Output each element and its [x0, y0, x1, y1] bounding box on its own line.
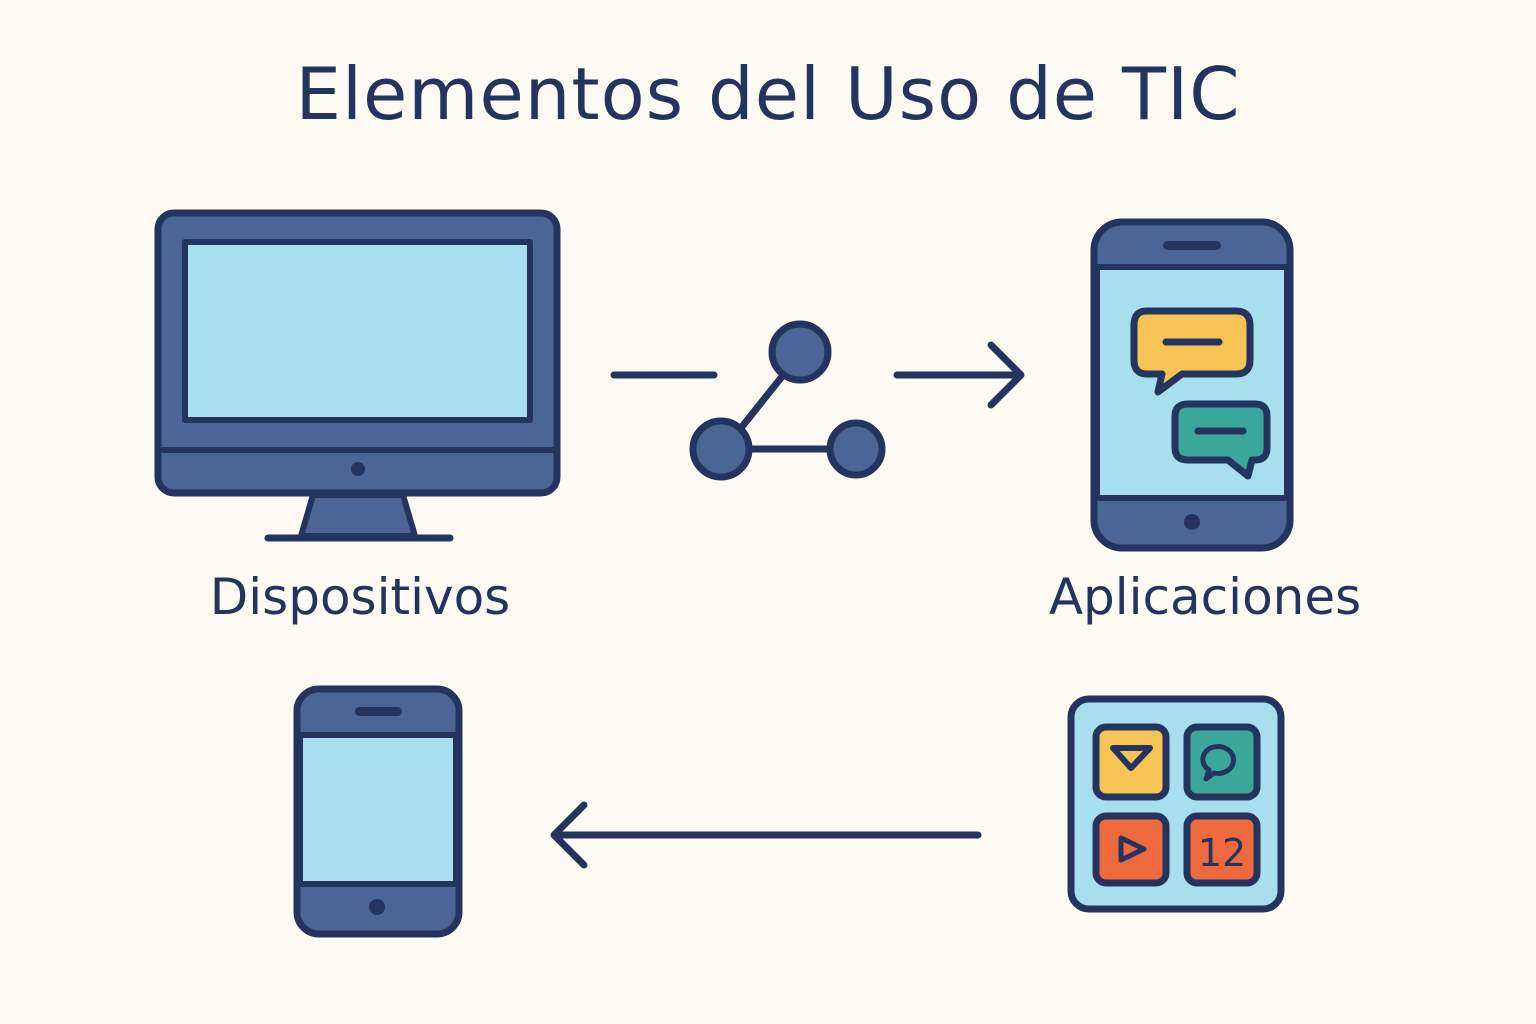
- monitor-icon: [154, 209, 561, 542]
- arrow-right-head: [987, 341, 1025, 409]
- app-tile-chat: [1183, 723, 1261, 801]
- share-node-left: [689, 417, 753, 481]
- diagram-title: Elementos del Uso de TIC: [295, 52, 1241, 136]
- app-tile-calendar: [1183, 812, 1261, 887]
- phone-home-button: [1184, 514, 1200, 530]
- calendar-icon: 12: [1198, 831, 1246, 875]
- monitor-stand: [298, 492, 418, 539]
- play-icon: [1118, 835, 1147, 863]
- arrow-right-icon: [893, 341, 1025, 409]
- share-node-top: [768, 320, 832, 384]
- smartphone-chat-icon: [1090, 218, 1294, 552]
- app-tile-mail: [1092, 723, 1170, 801]
- chat-bubble-teal: [1171, 400, 1271, 480]
- app-tile-video: [1092, 812, 1170, 887]
- arrow-left-head: [550, 801, 588, 869]
- arrow-left-icon: [550, 801, 982, 869]
- phone-speaker: [1163, 241, 1221, 250]
- share-node-right: [826, 419, 886, 479]
- app-grid-icon: 12: [1067, 695, 1285, 913]
- tablet-home-button: [369, 899, 385, 915]
- mail-icon: [1110, 745, 1153, 771]
- tablet-screen: [297, 732, 459, 887]
- share-network-icon: [689, 320, 886, 481]
- monitor-screen: [182, 239, 533, 423]
- label-devices: Dispositivos: [209, 568, 511, 626]
- chat-bubble-yellow: [1130, 307, 1254, 396]
- tablet-speaker: [355, 707, 402, 716]
- monitor-power-dot: [351, 462, 365, 476]
- chat-bubble-icon: [1200, 744, 1236, 782]
- tablet-icon: [293, 685, 463, 938]
- label-applications: Aplicaciones: [1048, 568, 1362, 626]
